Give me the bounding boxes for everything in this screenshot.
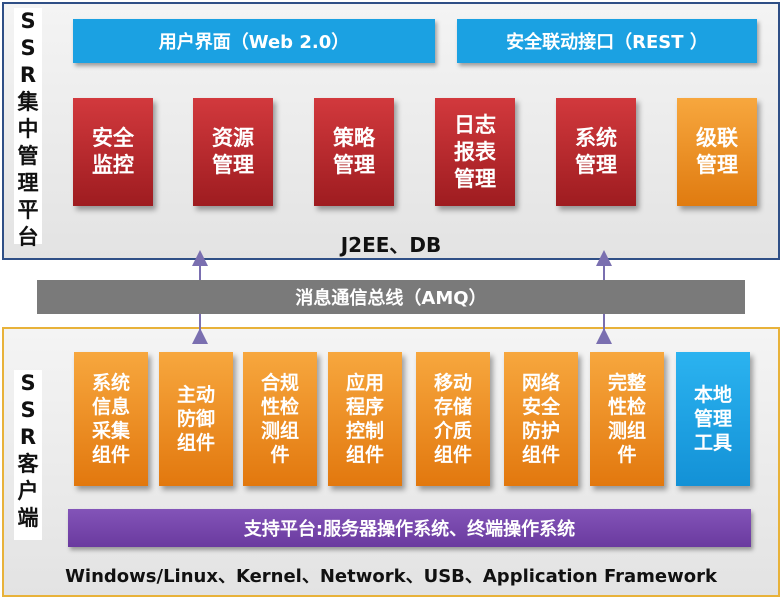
component-application-control: 应用 程序 控制 组件 <box>328 352 402 486</box>
module-security-monitoring: 安全 监控 <box>73 98 153 206</box>
os-support-line: Windows/Linux、Kernel、Network、USB、Applica… <box>65 566 717 587</box>
module-system-management: 系统 管理 <box>556 98 636 206</box>
module-log-report-management: 日志 报表 管理 <box>435 98 515 206</box>
component-system-info-collection: 系统 信息 采集 组件 <box>74 352 148 486</box>
client-label: S S R 客 户 端 <box>14 370 42 540</box>
module-cascade-management: 级联 管理 <box>677 98 757 206</box>
message-bus-bar: 消息通信总线（AMQ） <box>37 280 745 314</box>
support-platform-bar: 支持平台:服务器操作系统、终端操作系统 <box>68 509 751 547</box>
component-removable-storage: 移动 存储 介质 组件 <box>416 352 490 486</box>
component-integrity-check: 完整 性检 测组 件 <box>590 352 664 486</box>
component-compliance-check: 合规 性检 测组 件 <box>243 352 317 486</box>
component-local-management-tool: 本地 管理 工具 <box>676 352 750 486</box>
component-network-protection: 网络 安全 防护 组件 <box>504 352 578 486</box>
server-tech-label: J2EE、DB <box>340 233 442 257</box>
server-platform-label: S S R 集 中 管 理 平 台 <box>14 8 42 249</box>
component-active-defense: 主动 防御 组件 <box>159 352 233 486</box>
rest-interface-bar: 安全联动接口（REST ） <box>457 19 757 63</box>
module-resource-management: 资源 管理 <box>193 98 273 206</box>
module-policy-management: 策略 管理 <box>314 98 394 206</box>
user-interface-bar: 用户界面（Web 2.0） <box>73 19 435 63</box>
